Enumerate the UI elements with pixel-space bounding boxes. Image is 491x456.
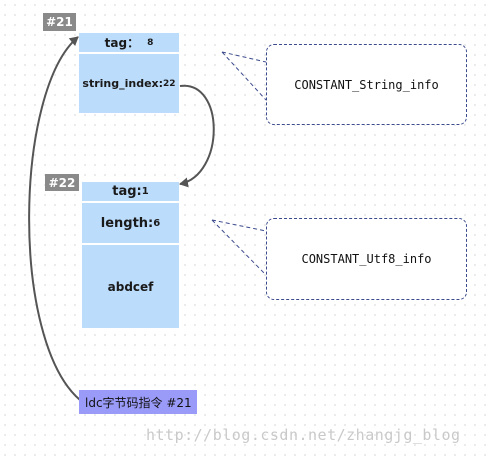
entry22-id-label: #22 — [45, 174, 79, 191]
string-index-to-22-arrow — [179, 84, 215, 188]
entry21-id-label: #21 — [43, 13, 76, 31]
ldc-instruction-text: ldc字节码指令 #21 — [85, 395, 192, 410]
entry22-bytes-cell: abdcef — [82, 245, 179, 328]
entry21-tag-label: tag： — [104, 36, 140, 50]
entry21-string-index-cell: string_index: 22 — [79, 54, 179, 113]
entry22-note-text: CONSTANT_Utf8_info — [301, 252, 432, 266]
watermark: http://blog.csdn.net/zhangjg_blog — [146, 426, 461, 444]
entry21-string-index-label: string_index: — [82, 77, 164, 90]
entry22-length-label: length: — [100, 215, 154, 231]
entry22-box: tag: 1 length: 6 abdcef — [82, 182, 179, 328]
entry22-tag-label: tag: — [112, 184, 142, 199]
entry22-tag-value: 1 — [141, 186, 149, 197]
entry22-tag-cell: tag: 1 — [82, 182, 179, 203]
entry21-tag-value: 8 — [147, 37, 154, 48]
entry21-string-index-value: 22 — [163, 78, 176, 89]
entry22-length-cell: length: 6 — [82, 203, 179, 245]
ldc-instruction-box: ldc字节码指令 #21 — [79, 390, 197, 414]
entry21-id-text: #21 — [46, 15, 73, 29]
entry21-note: CONSTANT_String_info — [266, 44, 467, 125]
entry21-note-text: CONSTANT_String_info — [294, 77, 439, 92]
entry22-length-value: 6 — [153, 217, 161, 229]
watermark-text: http://blog.csdn.net/zhangjg_blog — [146, 426, 461, 444]
entry22-id-text: #22 — [48, 175, 76, 190]
entry22-note: CONSTANT_Utf8_info — [266, 218, 467, 300]
entry21-tag-cell: tag： 8 — [79, 33, 179, 54]
entry21-box: tag： 8 string_index: 22 — [79, 33, 179, 113]
entry22-note-pointer — [211, 219, 267, 276]
instruction-to-21-arrow — [28, 36, 81, 401]
entry22-bytes-text: abdcef — [107, 279, 154, 294]
entry21-note-pointer — [221, 51, 267, 101]
